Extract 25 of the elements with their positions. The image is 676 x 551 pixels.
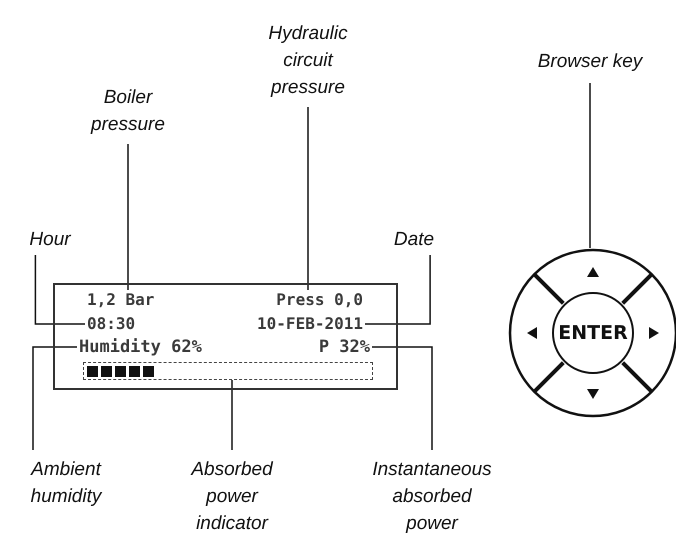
callout-label: Hour [29, 226, 71, 253]
callout-label: Browser key [538, 48, 642, 75]
display-reading: 1,2 Bar [87, 290, 154, 310]
display-reading: 08:30 [87, 314, 136, 334]
display-panel [53, 283, 398, 390]
bar-indicator [83, 362, 373, 380]
leader-line [372, 346, 433, 450]
leader-line [365, 255, 431, 325]
display-reading: Humidity 62% [79, 337, 202, 357]
display-reading: 10-FEB-2011 [257, 314, 363, 334]
callout-label: Absorbed power indicator [187, 456, 277, 537]
callout-label: Hydraulic circuit pressure [253, 20, 363, 101]
leader-line [32, 346, 77, 450]
leader-line [231, 380, 233, 450]
leader-line [307, 107, 309, 290]
leader-line [34, 255, 85, 325]
display-reading: Press 0,0 [276, 290, 363, 310]
round-keypad [508, 248, 676, 418]
callout-label: Boiler pressure [73, 84, 183, 138]
leader-line [589, 83, 591, 248]
callout-label: Date [394, 226, 434, 253]
display-reading: P 32% [318, 337, 370, 357]
callout-label: Ambient humidity [21, 456, 111, 510]
leader-line [127, 144, 129, 290]
callout-label: Instantaneous absorbed power [367, 456, 497, 537]
